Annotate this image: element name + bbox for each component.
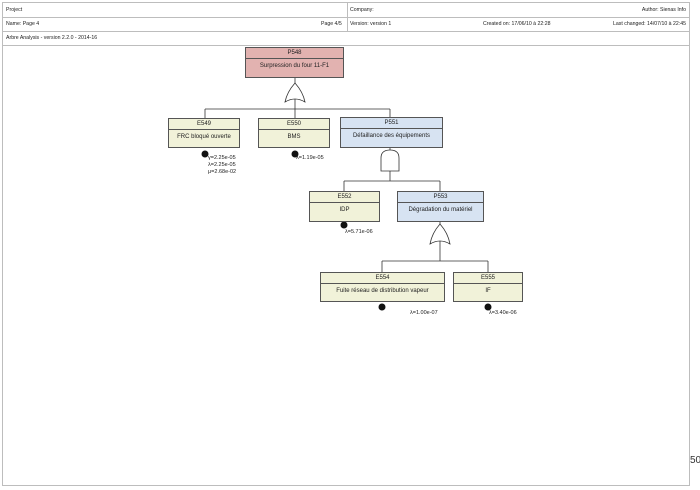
node-id: P553 xyxy=(398,192,483,203)
basic-event-marker-555 xyxy=(484,303,492,311)
event-e549[interactable]: E549 FRC bloqué ouverte xyxy=(168,118,240,148)
page-number: Page 4/5 xyxy=(321,21,342,27)
lambda-value: λ=3.40e-06 xyxy=(489,310,517,316)
node-id: E552 xyxy=(310,192,379,203)
event-e554[interactable]: E554 Fuite réseau de distribution vapeur xyxy=(320,272,445,302)
side-page-number: 50 xyxy=(690,455,700,466)
version-label: Version: version 1 xyxy=(350,21,392,27)
app-version: Arbre Analysis - version 2.2.0 - 2014-16 xyxy=(6,35,98,41)
page-name: Name: Page 4 xyxy=(6,21,40,27)
created-date: Created on: 17/06/10 à 22:28 xyxy=(483,21,551,27)
node-description: Dégradation du matériel xyxy=(408,207,473,213)
header-row-3: Arbre Analysis - version 2.2.0 - 2014-16 xyxy=(3,31,689,44)
node-description: IDP xyxy=(339,207,350,213)
intermediate-event-p551[interactable]: P551 Défaillance des équipements xyxy=(340,117,443,148)
node-id: E550 xyxy=(259,119,329,130)
event-e552[interactable]: E552 IDP xyxy=(309,191,380,222)
node-id: E549 xyxy=(169,119,239,130)
node-description: Surpression du four 11-F1 xyxy=(259,63,330,69)
company-label: Company: xyxy=(350,7,374,13)
author-label: Author: Sienas Info xyxy=(641,7,686,13)
event-e550[interactable]: E550 BMS xyxy=(258,118,330,148)
basic-event-marker-552 xyxy=(340,221,348,229)
header-row-2: Name: Page 4 Page 4/5 Version: version 1… xyxy=(3,17,689,30)
node-id: E555 xyxy=(454,273,522,284)
report-page: Project Company: Author: Sienas Info Nam… xyxy=(2,2,690,486)
basic-event-marker-554 xyxy=(378,303,386,311)
node-description: Fuite réseau de distribution vapeur xyxy=(336,288,429,294)
event-e555[interactable]: E555 IF xyxy=(453,272,523,302)
gamma-value: γ=2.25e-05 xyxy=(208,155,236,161)
lambda-value: λ=5.71e-06 xyxy=(345,229,373,235)
event-e555-values: λ=3.40e-06 xyxy=(489,310,517,317)
node-id: P551 xyxy=(341,118,442,129)
node-description: Défaillance des équipements xyxy=(352,133,431,139)
event-e552-values: λ=5.71e-06 xyxy=(345,229,373,236)
node-id: E554 xyxy=(321,273,444,284)
node-description: BMS xyxy=(287,134,301,140)
lambda-value: λ=1.19e-05 xyxy=(296,155,324,161)
intermediate-event-p553[interactable]: P553 Dégradation du matériel xyxy=(397,191,484,222)
top-event-p548[interactable]: P548 Surpression du four 11-F1 xyxy=(245,47,344,78)
changed-date: Last changed: 14/07/10 à 22:45 xyxy=(613,21,686,27)
basic-event-marker-549 xyxy=(201,150,209,158)
event-e550-values: λ=1.19e-05 xyxy=(296,155,324,162)
and-gate-551-icon xyxy=(380,149,400,172)
event-e554-values: λ=1.00e-07 xyxy=(410,310,438,317)
event-e549-values: γ=2.25e-05 λ=2.25e-05 μ=2.68e-02 xyxy=(208,155,236,176)
mu-value: μ=2.68e-02 xyxy=(208,169,237,175)
lambda-value: λ=2.25e-05 xyxy=(208,162,236,168)
project-label: Project xyxy=(6,7,23,13)
lambda-value: λ=1.00e-07 xyxy=(410,310,438,316)
node-id: P548 xyxy=(246,48,343,59)
node-description: IF xyxy=(485,288,491,294)
node-description: FRC bloqué ouverte xyxy=(177,134,231,140)
header-row-1: Project Company: Author: Sienas Info xyxy=(3,3,689,16)
basic-event-marker-550 xyxy=(291,150,299,158)
